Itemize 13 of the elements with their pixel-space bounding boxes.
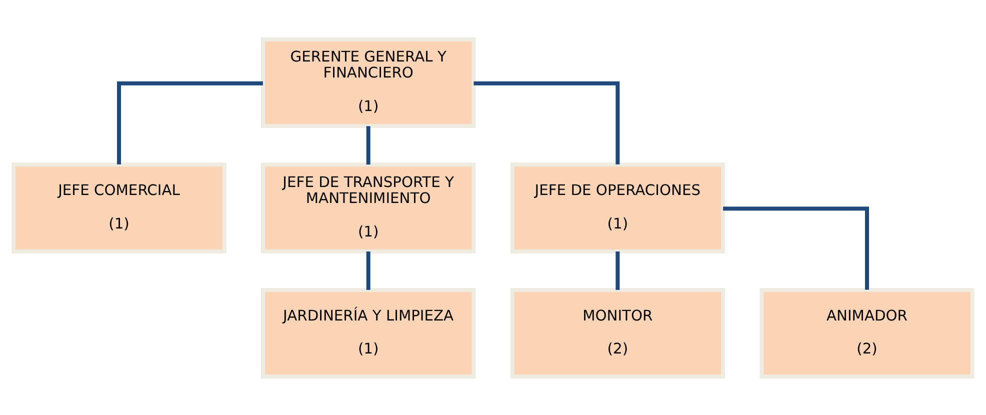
- connector: [474, 80, 620, 164]
- node-box: JEFE COMERCIAL (1): [12, 162, 226, 253]
- node-box: JARDINERÍA Y LIMPIEZA (1): [261, 288, 476, 378]
- node-box: GERENTE GENERAL Y FINANCIERO (1): [261, 36, 476, 128]
- connector: [117, 80, 263, 164]
- node-box: ANIMADOR (2): [760, 288, 974, 378]
- node-box: JEFE DE OPERACIONES (1): [510, 162, 725, 253]
- connector: [616, 250, 620, 290]
- connector: [366, 126, 370, 164]
- node-box: MONITOR (2): [510, 288, 725, 378]
- node-box: JEFE DE TRANSPORTE Y MANTENIMIENTO (1): [261, 162, 476, 253]
- connector: [723, 206, 869, 290]
- connector: [366, 250, 370, 290]
